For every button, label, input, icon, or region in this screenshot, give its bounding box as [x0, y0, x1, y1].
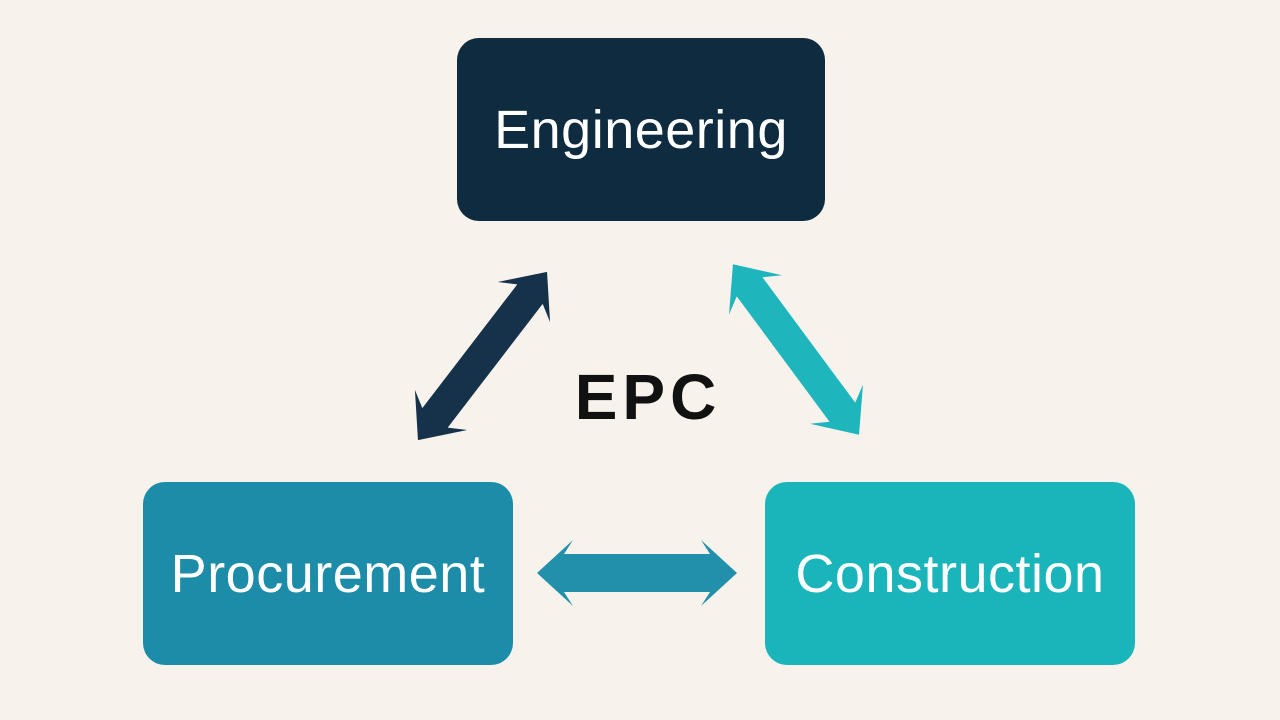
node-engineering-label: Engineering: [494, 99, 788, 160]
arrow-engineering-construction: [729, 264, 863, 435]
node-procurement: Procurement: [143, 482, 513, 665]
arrow-engineering-procurement: [414, 271, 551, 441]
arrow-procurement-construction: [537, 540, 737, 606]
node-construction-label: Construction: [795, 543, 1105, 604]
node-procurement-label: Procurement: [170, 543, 486, 604]
diagram-title: EPC: [574, 361, 722, 433]
node-construction: Construction: [765, 482, 1135, 665]
node-engineering: Engineering: [457, 38, 825, 221]
